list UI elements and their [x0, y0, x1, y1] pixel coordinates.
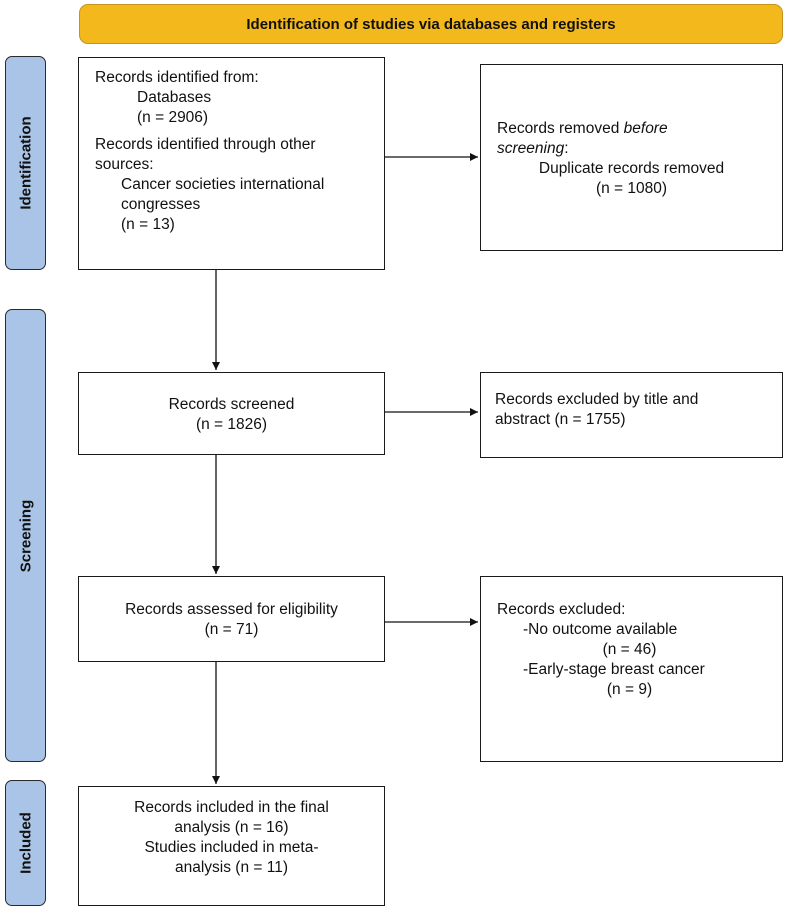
- phase-included: Included: [5, 780, 46, 906]
- excluded-title-line2: abstract (n = 1755): [495, 411, 626, 428]
- title-banner: Identification of studies via databases …: [79, 4, 783, 44]
- excluded-line2: -No outcome available: [523, 621, 678, 638]
- identified-line5: sources:: [95, 156, 154, 173]
- box-records-identified: Records identified from: Databases (n = …: [78, 57, 385, 270]
- box-records-screened: Records screened (n = 1826): [78, 372, 385, 455]
- identified-line3: (n = 2906): [137, 109, 209, 126]
- box-records-removed: Records removed before screening: Duplic…: [480, 64, 783, 251]
- removed-line2-em: screening: [497, 140, 565, 157]
- identified-line1: Records identified from:: [95, 69, 259, 86]
- excluded-line1: Records excluded:: [497, 601, 626, 618]
- included-line4: analysis (n = 11): [174, 859, 288, 876]
- screened-line1: Records screened: [168, 396, 295, 413]
- eligibility-line1: Records assessed for eligibility: [125, 601, 338, 618]
- box-assessed-eligibility: Records assessed for eligibility (n = 71…: [78, 576, 385, 662]
- identified-line8: (n = 13): [121, 216, 175, 233]
- excluded-line4: -Early-stage breast cancer: [523, 661, 705, 678]
- eligibility-line2: (n = 71): [204, 621, 259, 638]
- box-records-included: Records included in the final analysis (…: [78, 786, 385, 906]
- removed-line3: Duplicate records removed: [538, 160, 725, 177]
- included-line3: Studies included in meta-: [144, 839, 319, 856]
- screened-line2: (n = 1826): [195, 416, 268, 433]
- box-records-excluded: Records excluded: -No outcome available …: [480, 576, 783, 762]
- box-excluded-title-abstract: Records excluded by title and abstract (…: [480, 372, 783, 458]
- identified-line2: Databases: [137, 89, 212, 106]
- identified-line4: Records identified through other: [95, 136, 316, 153]
- excluded-line5: (n = 9): [606, 681, 653, 698]
- excluded-title-line1: Records excluded by title and: [495, 391, 699, 408]
- included-line2: analysis (n = 16): [174, 819, 289, 836]
- excluded-line3: (n = 46): [602, 641, 657, 658]
- phase-identification: Identification: [5, 56, 46, 270]
- banner-title: Identification of studies via databases …: [246, 15, 616, 33]
- removed-line1-em: before: [623, 120, 668, 137]
- identified-line6: Cancer societies international: [121, 176, 325, 193]
- removed-line2: screening:: [497, 139, 782, 159]
- removed-line1: Records removed before: [497, 119, 782, 139]
- removed-line1-pre: Records removed: [497, 120, 624, 137]
- phase-screening: Screening: [5, 309, 46, 762]
- identified-line7: congresses: [121, 196, 201, 213]
- removed-line2-post: :: [564, 140, 569, 157]
- removed-line4: (n = 1080): [595, 180, 668, 197]
- included-line1: Records included in the final: [134, 799, 329, 816]
